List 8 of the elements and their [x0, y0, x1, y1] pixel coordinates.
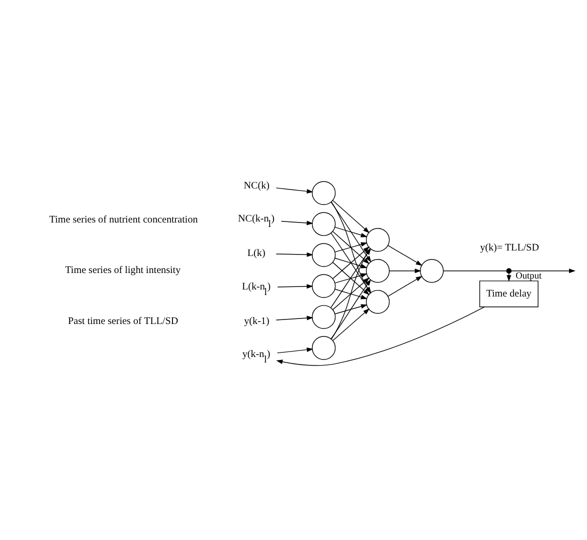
node-text: L(k) [247, 248, 266, 259]
label: Past time series of TLL/SD [68, 315, 178, 326]
label: Time series of light intensity [65, 264, 181, 276]
label: y(k)= TLL/SD [480, 242, 540, 253]
node-text: NC(k) [244, 180, 270, 192]
node-text: y(k-1) [244, 315, 270, 326]
edge-label: Output [516, 270, 542, 281]
label: Time series of nutrient concentration [49, 214, 198, 225]
